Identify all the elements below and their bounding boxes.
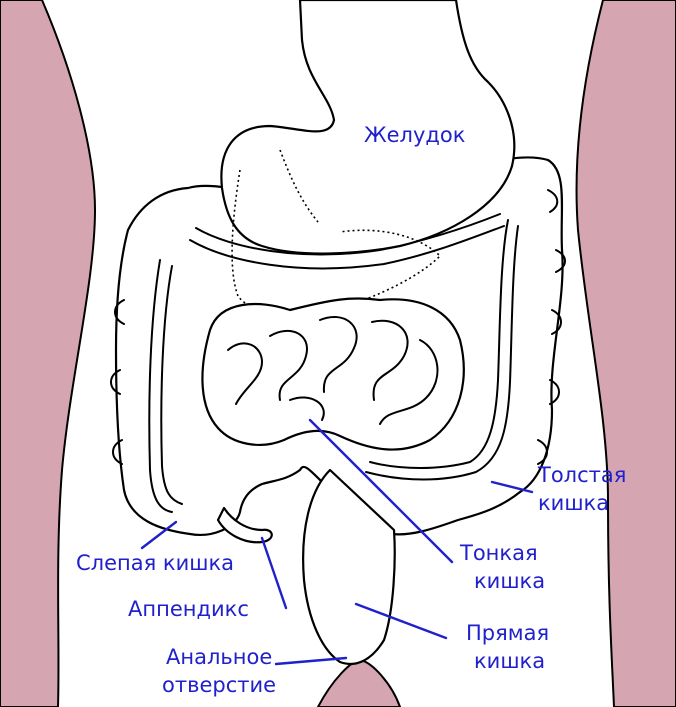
label-anus-line1: Анальное [166,645,272,669]
label-small-intestine-line1: Тонкая [459,541,538,565]
label-small-intestine-line2: кишка [474,569,545,593]
pointer-appendix [262,538,286,608]
appendix [218,508,272,542]
label-anus: Анальное отверстие [162,645,279,697]
label-large-intestine-line1: Толстая [537,463,626,487]
label-rectum-line2: кишка [474,649,545,673]
label-rectum: Прямая кишка [466,621,556,673]
torso-right-side [577,0,676,707]
label-anus-line2: отверстие [162,673,276,697]
label-stomach: Желудок [364,123,465,147]
leg-gap [318,660,400,707]
label-small-intestine: Тонкая кишка [459,541,545,593]
pointer-anus [276,658,346,664]
small-intestine [202,298,463,449]
label-appendix: Аппендикс [128,597,249,621]
torso-left-side [0,0,95,707]
label-rectum-line1: Прямая [466,621,549,645]
label-caecum: Слепая кишка [76,551,234,575]
label-large-intestine-line2: кишка [538,491,609,515]
